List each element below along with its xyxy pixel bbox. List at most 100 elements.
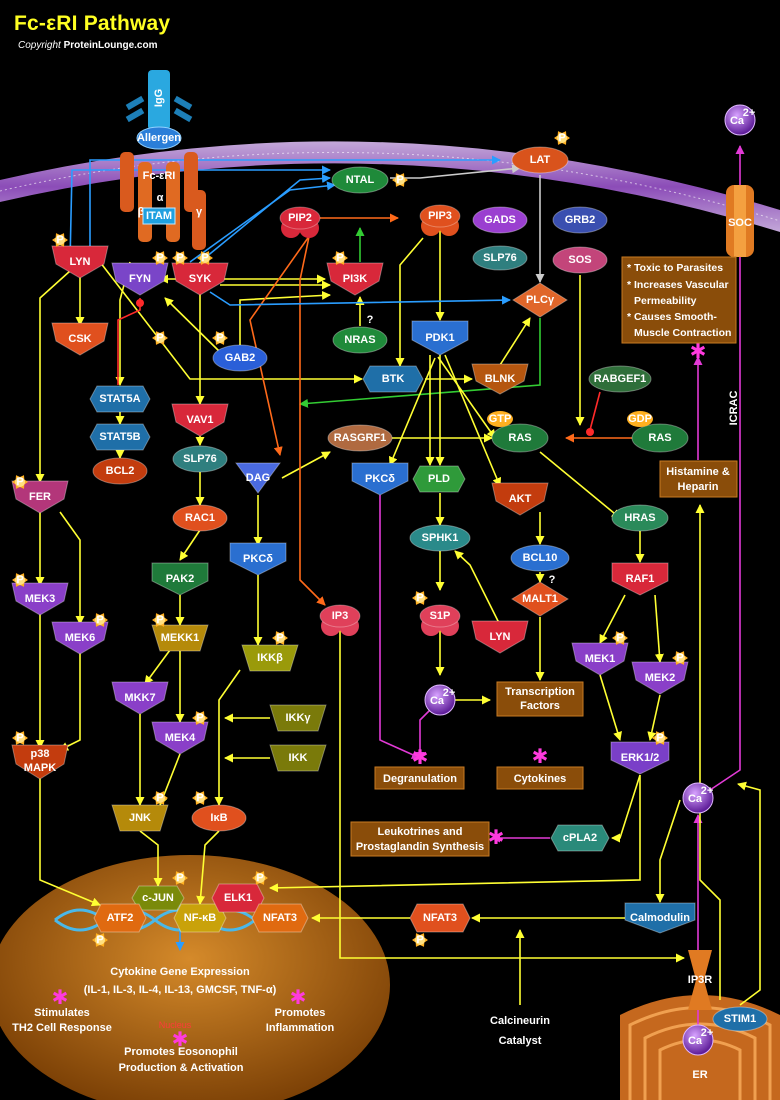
mek3-node[interactable]: MEK3: [11, 582, 69, 616]
plcg-node[interactable]: PLCγ: [512, 282, 568, 318]
gamma-label: γ: [196, 206, 203, 218]
fyn-node[interactable]: FYN: [111, 262, 169, 296]
gads-node[interactable]: GADS: [472, 206, 528, 234]
vav1-node[interactable]: VAV1: [171, 403, 229, 437]
nras-node[interactable]: NRAS: [332, 326, 388, 354]
pdk1-node[interactable]: PDK1: [411, 320, 469, 356]
phospho-badge-icon: P: [152, 613, 168, 627]
stat5b-node-label: STAT5B: [99, 431, 140, 443]
lyn2-node-label: LYN: [490, 631, 511, 643]
nfkb-node[interactable]: NF-κB: [173, 903, 227, 933]
phospho-label: P: [336, 252, 343, 264]
pkcd-mid-node-label: PKCδ: [365, 473, 395, 485]
lat-node[interactable]: LAT: [511, 146, 569, 174]
slp76-node[interactable]: SLP76: [172, 445, 228, 473]
phospho-badge-icon: P: [12, 573, 28, 587]
ikb-node[interactable]: IκB: [191, 804, 247, 832]
syk-node[interactable]: SYK: [171, 262, 229, 296]
mek4-node[interactable]: MEK4: [151, 721, 209, 755]
phospho-label: P: [558, 132, 565, 144]
pip3-node[interactable]: PIP3: [419, 204, 461, 236]
bcl10-node[interactable]: BCL10: [510, 544, 570, 572]
nfat3-out-node[interactable]: NFAT3: [409, 903, 471, 933]
atf2-node[interactable]: ATF2: [93, 903, 147, 933]
pld-node[interactable]: PLD: [412, 465, 466, 493]
arrow: [59, 652, 81, 751]
cjun-node[interactable]: c-JUN: [131, 885, 185, 911]
phospho-label: P: [176, 252, 183, 264]
mek2-node[interactable]: MEK2: [631, 661, 689, 695]
blnk-node-label: BLNK: [485, 373, 516, 385]
hras-node[interactable]: HRAS: [611, 504, 669, 532]
slp76-top-node[interactable]: SLP76: [472, 245, 528, 271]
lyn-node[interactable]: LYN: [51, 245, 109, 279]
blnk-node[interactable]: BLNK: [471, 363, 529, 395]
stat5b-node[interactable]: STAT5B: [89, 423, 151, 451]
rabgef1-node[interactable]: RABGEF1: [588, 365, 652, 393]
pkcd-mid-node[interactable]: PKCδ: [351, 462, 409, 496]
pkcd-left-node[interactable]: PKCδ: [229, 542, 287, 576]
stat5a-node[interactable]: STAT5A: [89, 385, 151, 413]
ikkb-node[interactable]: IKKβ: [241, 644, 299, 672]
btk-node-label: BTK: [382, 373, 405, 385]
grb2-node[interactable]: GRB2: [552, 206, 608, 234]
stimulates-line1: Stimulates: [34, 1007, 90, 1019]
pak2-node-label: PAK2: [166, 573, 195, 585]
malt1-node[interactable]: MALT1: [511, 581, 569, 617]
phospho-badge-icon: P: [92, 613, 108, 627]
transcription-factors-line1: Transcription: [505, 686, 575, 698]
ip3-node[interactable]: IP3: [319, 604, 361, 636]
elk1-node[interactable]: ELK1: [211, 883, 265, 913]
cytokine-expression-line2: (IL-1, IL-3, IL-4, IL-13, GMCSF, TNF-α): [84, 984, 277, 996]
mkk7-node[interactable]: MKK7: [111, 681, 169, 715]
rasgrf1-node[interactable]: RASGRF1: [327, 424, 393, 452]
arrow: [390, 164, 521, 179]
ras-gtp-node[interactable]: RAS: [491, 423, 549, 453]
ras-gdp-node[interactable]: RAS: [631, 423, 689, 453]
raf1-node[interactable]: RAF1: [611, 562, 669, 596]
bcl2-node[interactable]: BCL2: [92, 457, 148, 485]
cytokine-expression-line1: Cytokine Gene Expression: [110, 966, 250, 978]
phospho-label: P: [156, 614, 163, 626]
calmodulin-node[interactable]: Calmodulin: [624, 902, 696, 934]
gab2-node[interactable]: GAB2: [212, 344, 268, 372]
erk12-node[interactable]: ERK1/2: [610, 741, 670, 775]
cytokines-label: Cytokines: [514, 773, 567, 785]
calcium-ion-icon: Ca2+: [682, 1024, 714, 1056]
btk-node[interactable]: BTK: [362, 365, 424, 393]
pi3k-node[interactable]: PI3K: [326, 262, 384, 296]
sphk1-node[interactable]: SPHK1: [409, 524, 471, 552]
gtp-badge-icon: GTP: [487, 411, 513, 427]
mek1-node[interactable]: MEK1: [571, 642, 629, 676]
mek6-node[interactable]: MEK6: [51, 621, 109, 655]
ikk-node[interactable]: IKK: [269, 744, 327, 772]
pak2-node[interactable]: PAK2: [151, 562, 209, 596]
nfat3-in-node[interactable]: NFAT3: [251, 903, 309, 933]
calcium-label: Ca: [688, 793, 703, 805]
dag-node[interactable]: DAG: [235, 462, 281, 494]
phospho-badge-icon: P: [672, 651, 688, 665]
ikkg-node[interactable]: IKKγ: [269, 704, 327, 732]
s1p-node[interactable]: S1P: [419, 604, 461, 636]
cytokines-box: Cytokines: [496, 766, 584, 790]
copyright: Copyright ProteinLounge.com: [18, 40, 158, 51]
transcription-factors-line2: Factors: [520, 700, 560, 712]
cpla2-node[interactable]: cPLA2: [550, 824, 610, 852]
rac1-node[interactable]: RAC1: [172, 504, 228, 532]
erk12-node-label: ERK1/2: [621, 752, 660, 764]
csk-node[interactable]: CSK: [51, 322, 109, 356]
ntal-node[interactable]: NTAL: [331, 166, 389, 194]
fer-node[interactable]: FER: [11, 480, 69, 514]
calcineurin-node[interactable]: Calcineurin: [490, 1015, 550, 1027]
pip2-node[interactable]: PIP2: [279, 206, 321, 238]
phospho-label: P: [176, 872, 183, 884]
sos-node[interactable]: SOS: [552, 246, 608, 274]
vav1-node-label: VAV1: [186, 414, 213, 426]
jnk-node[interactable]: JNK: [111, 804, 169, 832]
akt-node[interactable]: AKT: [491, 482, 549, 516]
mekk1-node[interactable]: MEKK1: [151, 624, 209, 652]
lyn2-node[interactable]: LYN: [471, 620, 529, 654]
stim1-node[interactable]: STIM1: [712, 1006, 768, 1032]
